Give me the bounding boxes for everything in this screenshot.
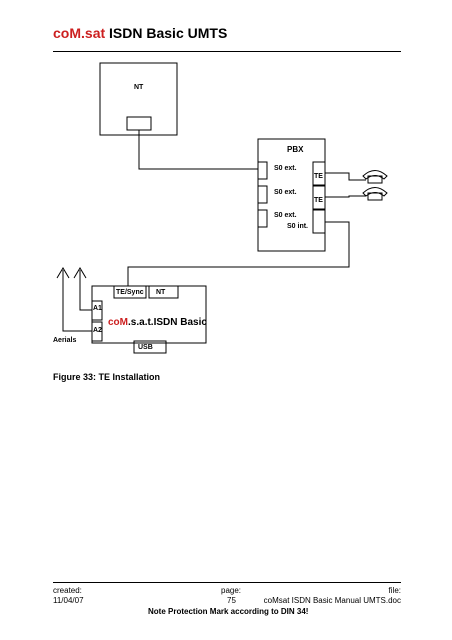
figure-caption: Figure 33: TE Installation <box>53 372 161 382</box>
footer-created-label: created: <box>53 586 82 595</box>
nt-port <box>126 116 152 131</box>
footer-page-label: page: <box>221 586 242 595</box>
device-port-te-sync <box>113 285 147 299</box>
footer-protection-notice: Note Protection Mark according to DIN 34… <box>148 607 309 616</box>
pbx-left-port-1 <box>257 161 268 180</box>
footer-page-value: 75 <box>227 596 236 605</box>
s0-ext-label-3: S0 ext. <box>274 212 297 219</box>
telephone-icon-2 <box>362 187 388 201</box>
aerial-2-cable <box>79 270 92 311</box>
footer-file-value: coMsat ISDN Basic Manual UMTS.doc <box>263 596 401 605</box>
nt-port-label: NT <box>156 289 166 296</box>
te-sync-port-label: TE/Sync <box>116 289 144 296</box>
pbx-label: PBX <box>287 145 304 154</box>
brand-sat: .sat <box>81 25 106 41</box>
header-title-text: ISDN Basic UMTS <box>105 25 228 41</box>
s0-int-label: S0 int. <box>287 223 309 230</box>
brand-co: co <box>53 25 70 41</box>
s0-ext-label-2: S0 ext. <box>274 189 297 196</box>
aerials-label: Aerials <box>53 337 77 344</box>
pbx-left-port-2 <box>257 185 268 204</box>
telephone-icon-1 <box>362 170 388 184</box>
usb-label: USB <box>138 344 153 351</box>
te-label-1: TE <box>314 173 323 180</box>
a2-label: A2 <box>93 327 102 334</box>
footer-file-label: file: <box>388 586 401 595</box>
s0-int-to-device-line <box>127 221 350 286</box>
nt-label: NT <box>134 84 144 91</box>
aerial-2-icon <box>73 267 87 279</box>
device-name-rest: .s.a.t.ISDN Basic <box>128 317 207 328</box>
device-name-co: co <box>108 317 120 328</box>
phone-line-1 <box>325 172 366 181</box>
te-label-2: TE <box>314 197 323 204</box>
device-port-usb <box>133 340 167 354</box>
aerial-1-icon <box>56 267 70 279</box>
device-port-nt <box>148 285 179 299</box>
s0-ext-label-1: S0 ext. <box>274 165 297 172</box>
brand-m: M <box>69 25 82 41</box>
device-name: coM.s.a.t.ISDN Basic <box>108 317 207 328</box>
phone-line-2 <box>325 195 366 198</box>
pbx-int-port <box>312 209 326 234</box>
footer-created-value: 11/04/07 <box>53 596 84 605</box>
aerial-1-cable <box>62 270 92 332</box>
footer-divider <box>53 582 401 583</box>
header-divider <box>53 51 401 52</box>
pbx-left-port-3 <box>257 209 268 228</box>
a1-label: A1 <box>93 305 102 312</box>
nt-box <box>99 62 178 136</box>
page-header-title: coM.sat ISDN Basic UMTS <box>53 25 227 41</box>
device-name-m: M <box>119 317 129 328</box>
nt-pbx-line <box>138 130 258 170</box>
